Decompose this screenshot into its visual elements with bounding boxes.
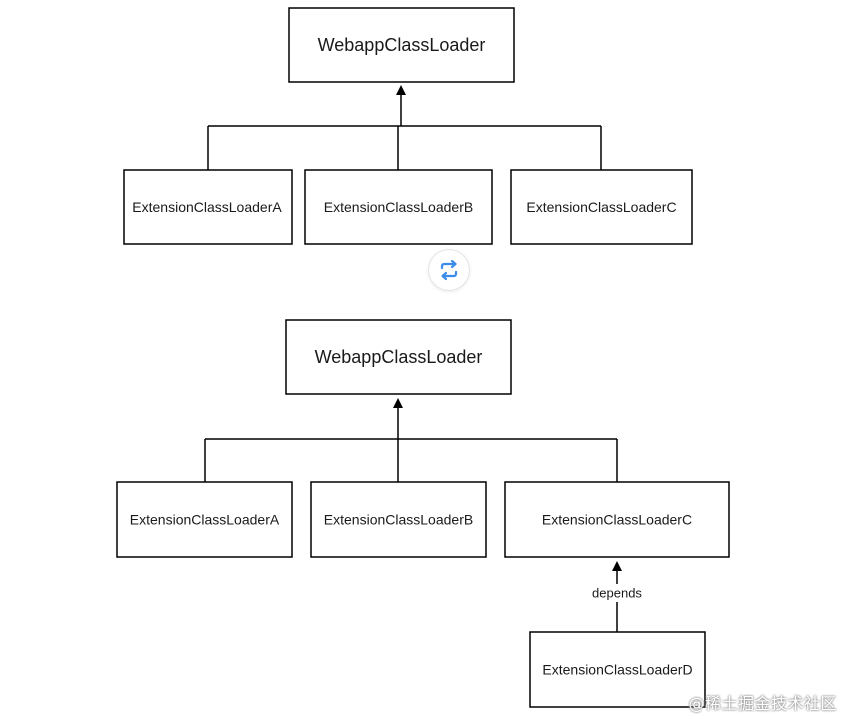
connectors-top [207, 85, 602, 170]
node-extension-classloader-a-bottom[interactable]: ExtensionClassLoaderA [116, 481, 293, 558]
diagram-top: WebappClassLoader ExtensionClassLoaderA … [123, 7, 693, 245]
node-label: ExtensionClassLoaderB [324, 199, 473, 215]
node-label: ExtensionClassLoaderA [132, 199, 282, 215]
node-label: WebappClassLoader [318, 35, 486, 55]
node-extension-classloader-c-top[interactable]: ExtensionClassLoaderC [510, 169, 693, 245]
edge-label-bg [586, 584, 648, 602]
node-label: ExtensionClassLoaderD [542, 662, 692, 678]
node-webapp-classloader-top[interactable]: WebappClassLoader [288, 7, 515, 83]
node-label: ExtensionClassLoaderA [130, 512, 280, 528]
node-extension-classloader-b-bottom[interactable]: ExtensionClassLoaderB [310, 481, 487, 558]
connectors-bottom [204, 398, 622, 632]
watermark-text: @稀土掘金技术社区 [688, 694, 837, 713]
dependency-label: depends [592, 586, 642, 601]
swap-button[interactable] [429, 250, 469, 290]
node-extension-classloader-c-bottom[interactable]: ExtensionClassLoaderC [504, 481, 730, 558]
node-label: ExtensionClassLoaderC [542, 512, 692, 528]
diagram-bottom: WebappClassLoader ExtensionClassLoaderA … [116, 319, 730, 708]
node-label: ExtensionClassLoaderB [324, 512, 473, 528]
node-extension-classloader-a-top[interactable]: ExtensionClassLoaderA [123, 169, 293, 245]
swap-arrows-icon [440, 259, 458, 281]
node-extension-classloader-d[interactable]: ExtensionClassLoaderD [529, 631, 706, 708]
node-label: WebappClassLoader [315, 347, 483, 367]
node-webapp-classloader-bottom[interactable]: WebappClassLoader [285, 319, 512, 395]
node-label: ExtensionClassLoaderC [526, 199, 676, 215]
node-extension-classloader-b-top[interactable]: ExtensionClassLoaderB [304, 169, 493, 245]
